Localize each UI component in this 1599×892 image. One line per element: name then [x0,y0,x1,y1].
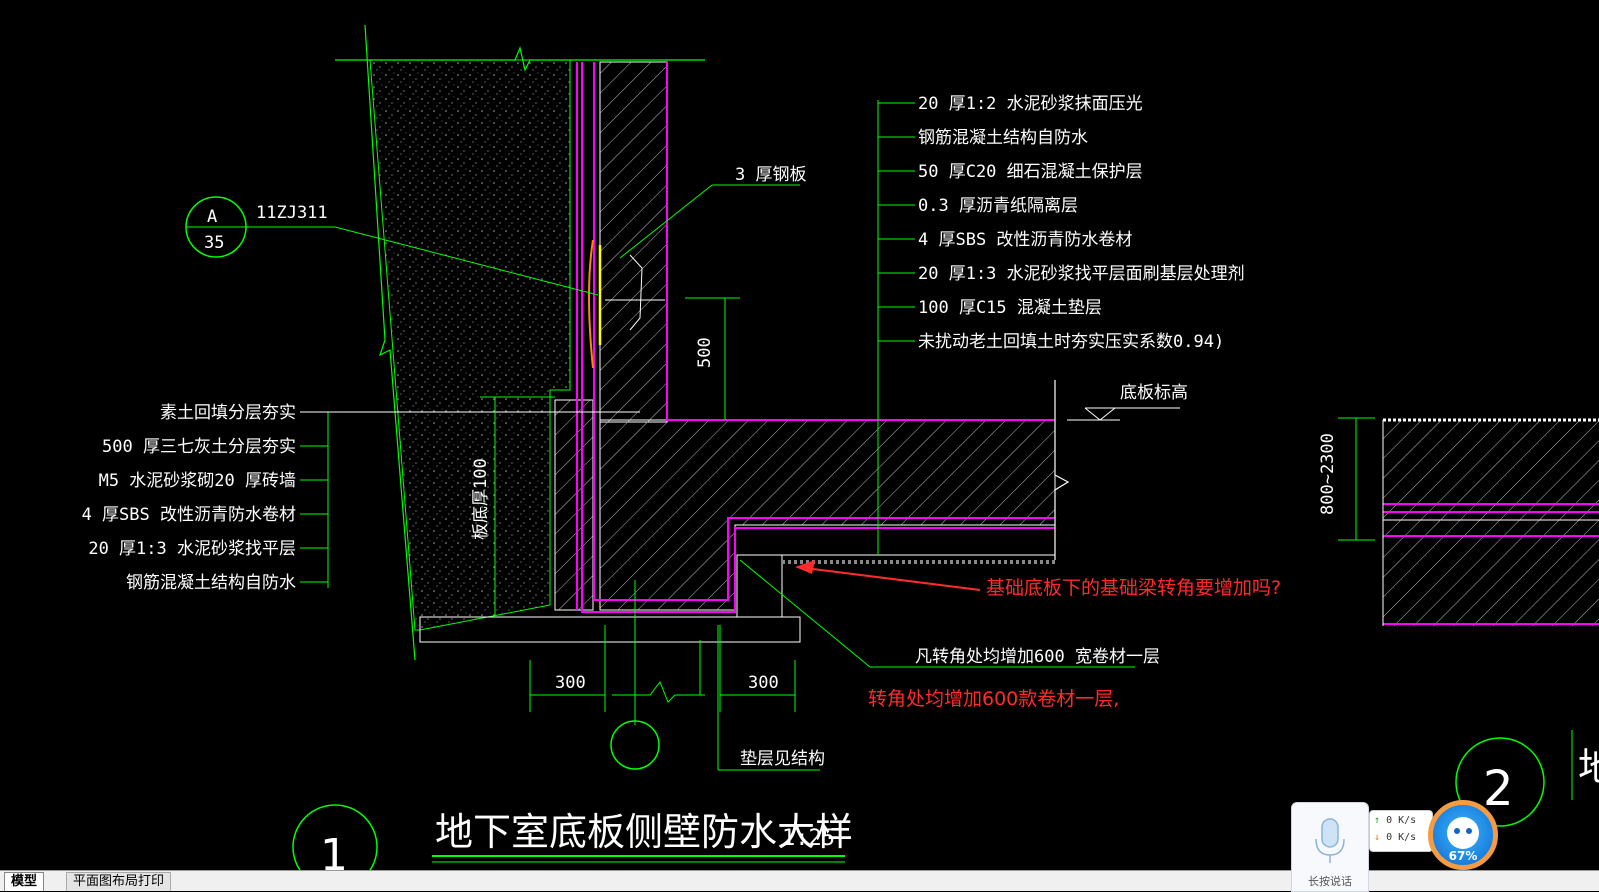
assistant-percent: 67% [1448,849,1478,863]
ref-symbol-bottom: 35 [204,233,224,253]
voice-label: 长按说话 [1308,875,1352,888]
next-detail-title: 地 [1578,745,1599,789]
ref-symbol-code: 11ZJ311 [256,203,328,223]
upload-unit: K/s [1398,815,1417,826]
left-callout-3: M5 水泥砂浆砌20 厚砖墙 [99,471,296,491]
drawing-scale: 1:25 [782,826,835,851]
voice-input-widget[interactable]: 长按说话 [1291,802,1369,892]
right-partial-detail: 800~2300 2 地 [1318,417,1599,827]
download-speed: 0 [1386,832,1393,843]
right-callout-1: 20 厚1:2 水泥砂浆抹面压光 [918,94,1143,114]
left-callout-4: 4 厚SBS 改性沥青防水卷材 [82,505,296,525]
steel-plate-label: 3 厚钢板 [735,165,806,185]
cushion-callout: 垫层见结构 [717,625,825,771]
microphone-icon [1315,818,1345,863]
foundation-footing [419,554,1055,643]
answer-text: 转角处均增加600款卷材一层, [868,688,1119,710]
dim-slab-thk-text: 板底厚100 [471,458,491,540]
dim-right-text: 800~2300 [1318,433,1338,515]
ref-symbol-top: A [207,207,217,227]
left-callout-1: 素土回填分层夯实 [160,403,296,423]
corner-note: 凡转角处均增加600 宽卷材一层 [915,647,1160,667]
reference-symbol: A 35 11ZJ311 [185,196,599,296]
tab-model[interactable]: 模型 [4,872,45,891]
right-callout-group: 20 厚1:2 水泥砂浆抹面压光 钢筋混凝土结构自防水 50 厚C20 细石混凝… [877,94,1245,555]
left-callout-2: 500 厚三七灰土分层夯实 [102,437,296,457]
question-annotation: 基础底板下的基础梁转角要增加吗? 转角处均增加600款卷材一层, [795,560,1281,710]
download-unit: K/s [1398,832,1417,843]
steel-plate-callout: 3 厚钢板 [619,165,806,259]
dim-300-right: 300 [748,673,779,693]
dim-300-left: 300 [555,673,586,693]
layout-tab-bar: 模型 平面图布局打印 [0,870,1599,891]
left-callout-group: 素土回填分层夯实 500 厚三七灰土分层夯实 M5 水泥砂浆砌20 厚砖墙 4 … [82,403,640,593]
backfill-soil [364,24,571,661]
right-callout-2: 钢筋混凝土结构自防水 [918,128,1088,148]
assistant-face-icon [1447,817,1479,849]
dim-slab-thickness: 板底厚100 [471,396,555,617]
tab-plan-layout-print[interactable]: 平面图布局打印 [66,872,172,891]
right-callout-5: 4 厚SBS 改性沥青防水卷材 [918,230,1132,250]
floor-elev-label: 底板标高 [1120,383,1188,403]
download-arrow-icon: ↓ [1374,832,1381,843]
wall-concrete [554,61,1056,611]
floor-elevation: 底板标高 [1067,383,1188,421]
dim-300-group: 300 300 [529,580,796,725]
network-speed-widget: ↑ 0 K/s ↓ 0 K/s [1369,810,1433,852]
dim-500-text: 500 [695,337,715,368]
left-callout-6: 钢筋混凝土结构自防水 [126,573,296,593]
upload-speed: 0 [1386,815,1393,826]
axis-bubble [610,720,660,770]
right-callout-8: 未扰动老土回填土时夯实压实系数0.94) [918,332,1224,352]
next-detail-number: 2 [1483,761,1514,817]
left-callout-5: 20 厚1:3 水泥砂浆找平层 [88,539,296,559]
right-callout-3: 50 厚C20 细石混凝土保护层 [918,162,1143,182]
drawing-title: 地下室底板侧壁防水大样 [435,810,853,854]
assistant-floating-ball[interactable]: 67% [1428,800,1498,870]
top-break-line [335,46,705,72]
cushion-note: 垫层见结构 [740,749,825,769]
right-callout-4: 0.3 厚沥青纸隔离层 [918,196,1078,216]
right-break-line [1054,380,1070,560]
right-callout-6: 20 厚1:3 水泥砂浆找平层面刷基层处理剂 [918,264,1245,284]
upload-arrow-icon: ↑ [1374,815,1381,826]
question-text: 基础底板下的基础梁转角要增加吗? [986,577,1281,599]
right-callout-7: 100 厚C15 混凝土垫层 [918,298,1102,318]
drawing-title-block: 1 地下室底板侧壁防水大样 1:25 [292,804,853,890]
membrane-lines [576,62,1055,613]
steel-plate [588,239,665,369]
corner-note-callout: 凡转角处均增加600 宽卷材一层 [739,559,1160,668]
dim-500: 500 [685,297,740,420]
